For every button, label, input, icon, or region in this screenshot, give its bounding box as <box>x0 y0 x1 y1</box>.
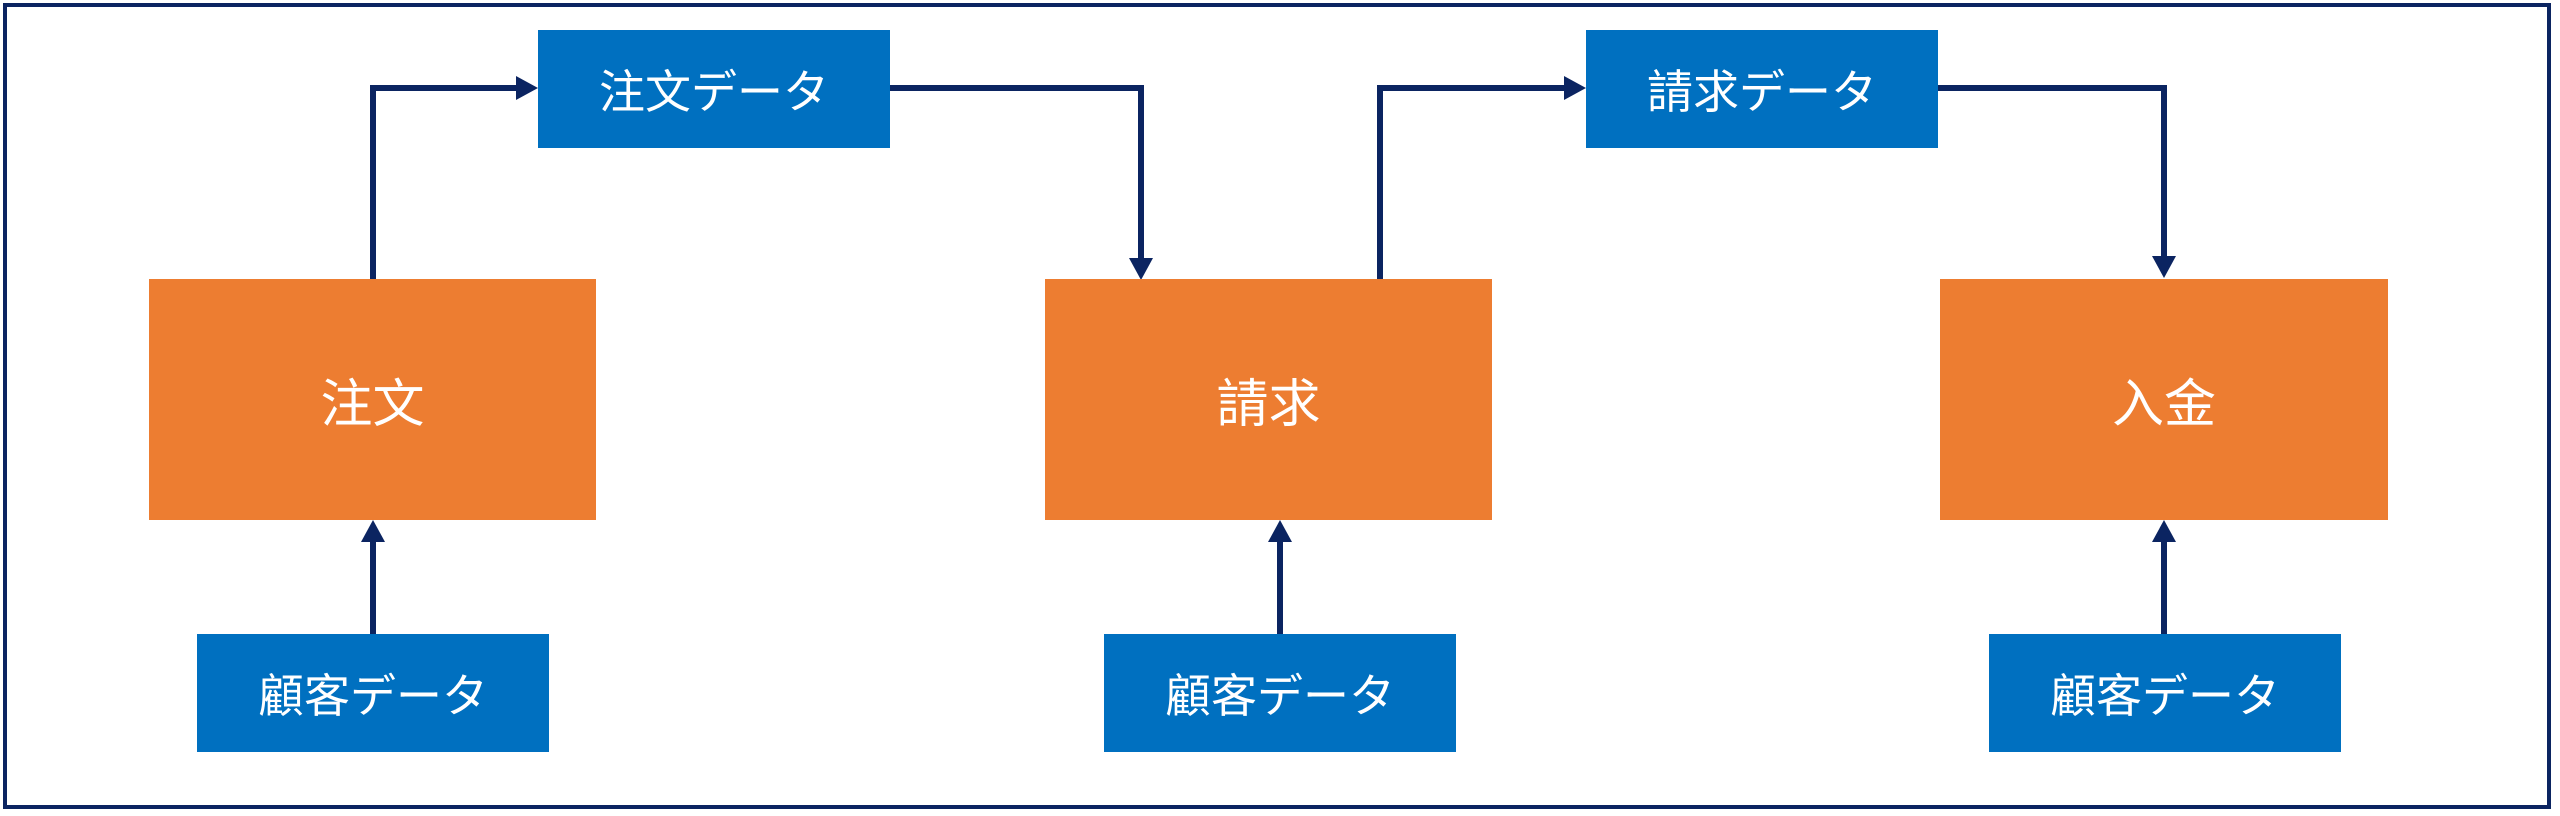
process-billing-label: 請求 <box>1216 375 1321 435</box>
customer-data-node-3: 顧客データ <box>1989 634 2341 752</box>
customer-data-label-1: 顧客データ <box>258 669 488 723</box>
process-order-label: 注文 <box>320 375 425 435</box>
process-payment-label: 入金 <box>2111 375 2216 435</box>
order-data-label: 注文データ <box>599 65 829 119</box>
order-data-node: 注文データ <box>538 30 890 148</box>
billing-data-node: 請求データ <box>1586 30 1938 148</box>
billing-data-label: 請求データ <box>1647 65 1877 119</box>
process-order: 注文 <box>149 279 596 520</box>
customer-data-label-2: 顧客データ <box>1165 669 1395 723</box>
process-billing: 請求 <box>1045 279 1492 520</box>
customer-data-node-2: 顧客データ <box>1104 634 1456 752</box>
customer-data-node-1: 顧客データ <box>197 634 549 752</box>
process-payment: 入金 <box>1940 279 2388 520</box>
customer-data-label-3: 顧客データ <box>2050 669 2280 723</box>
